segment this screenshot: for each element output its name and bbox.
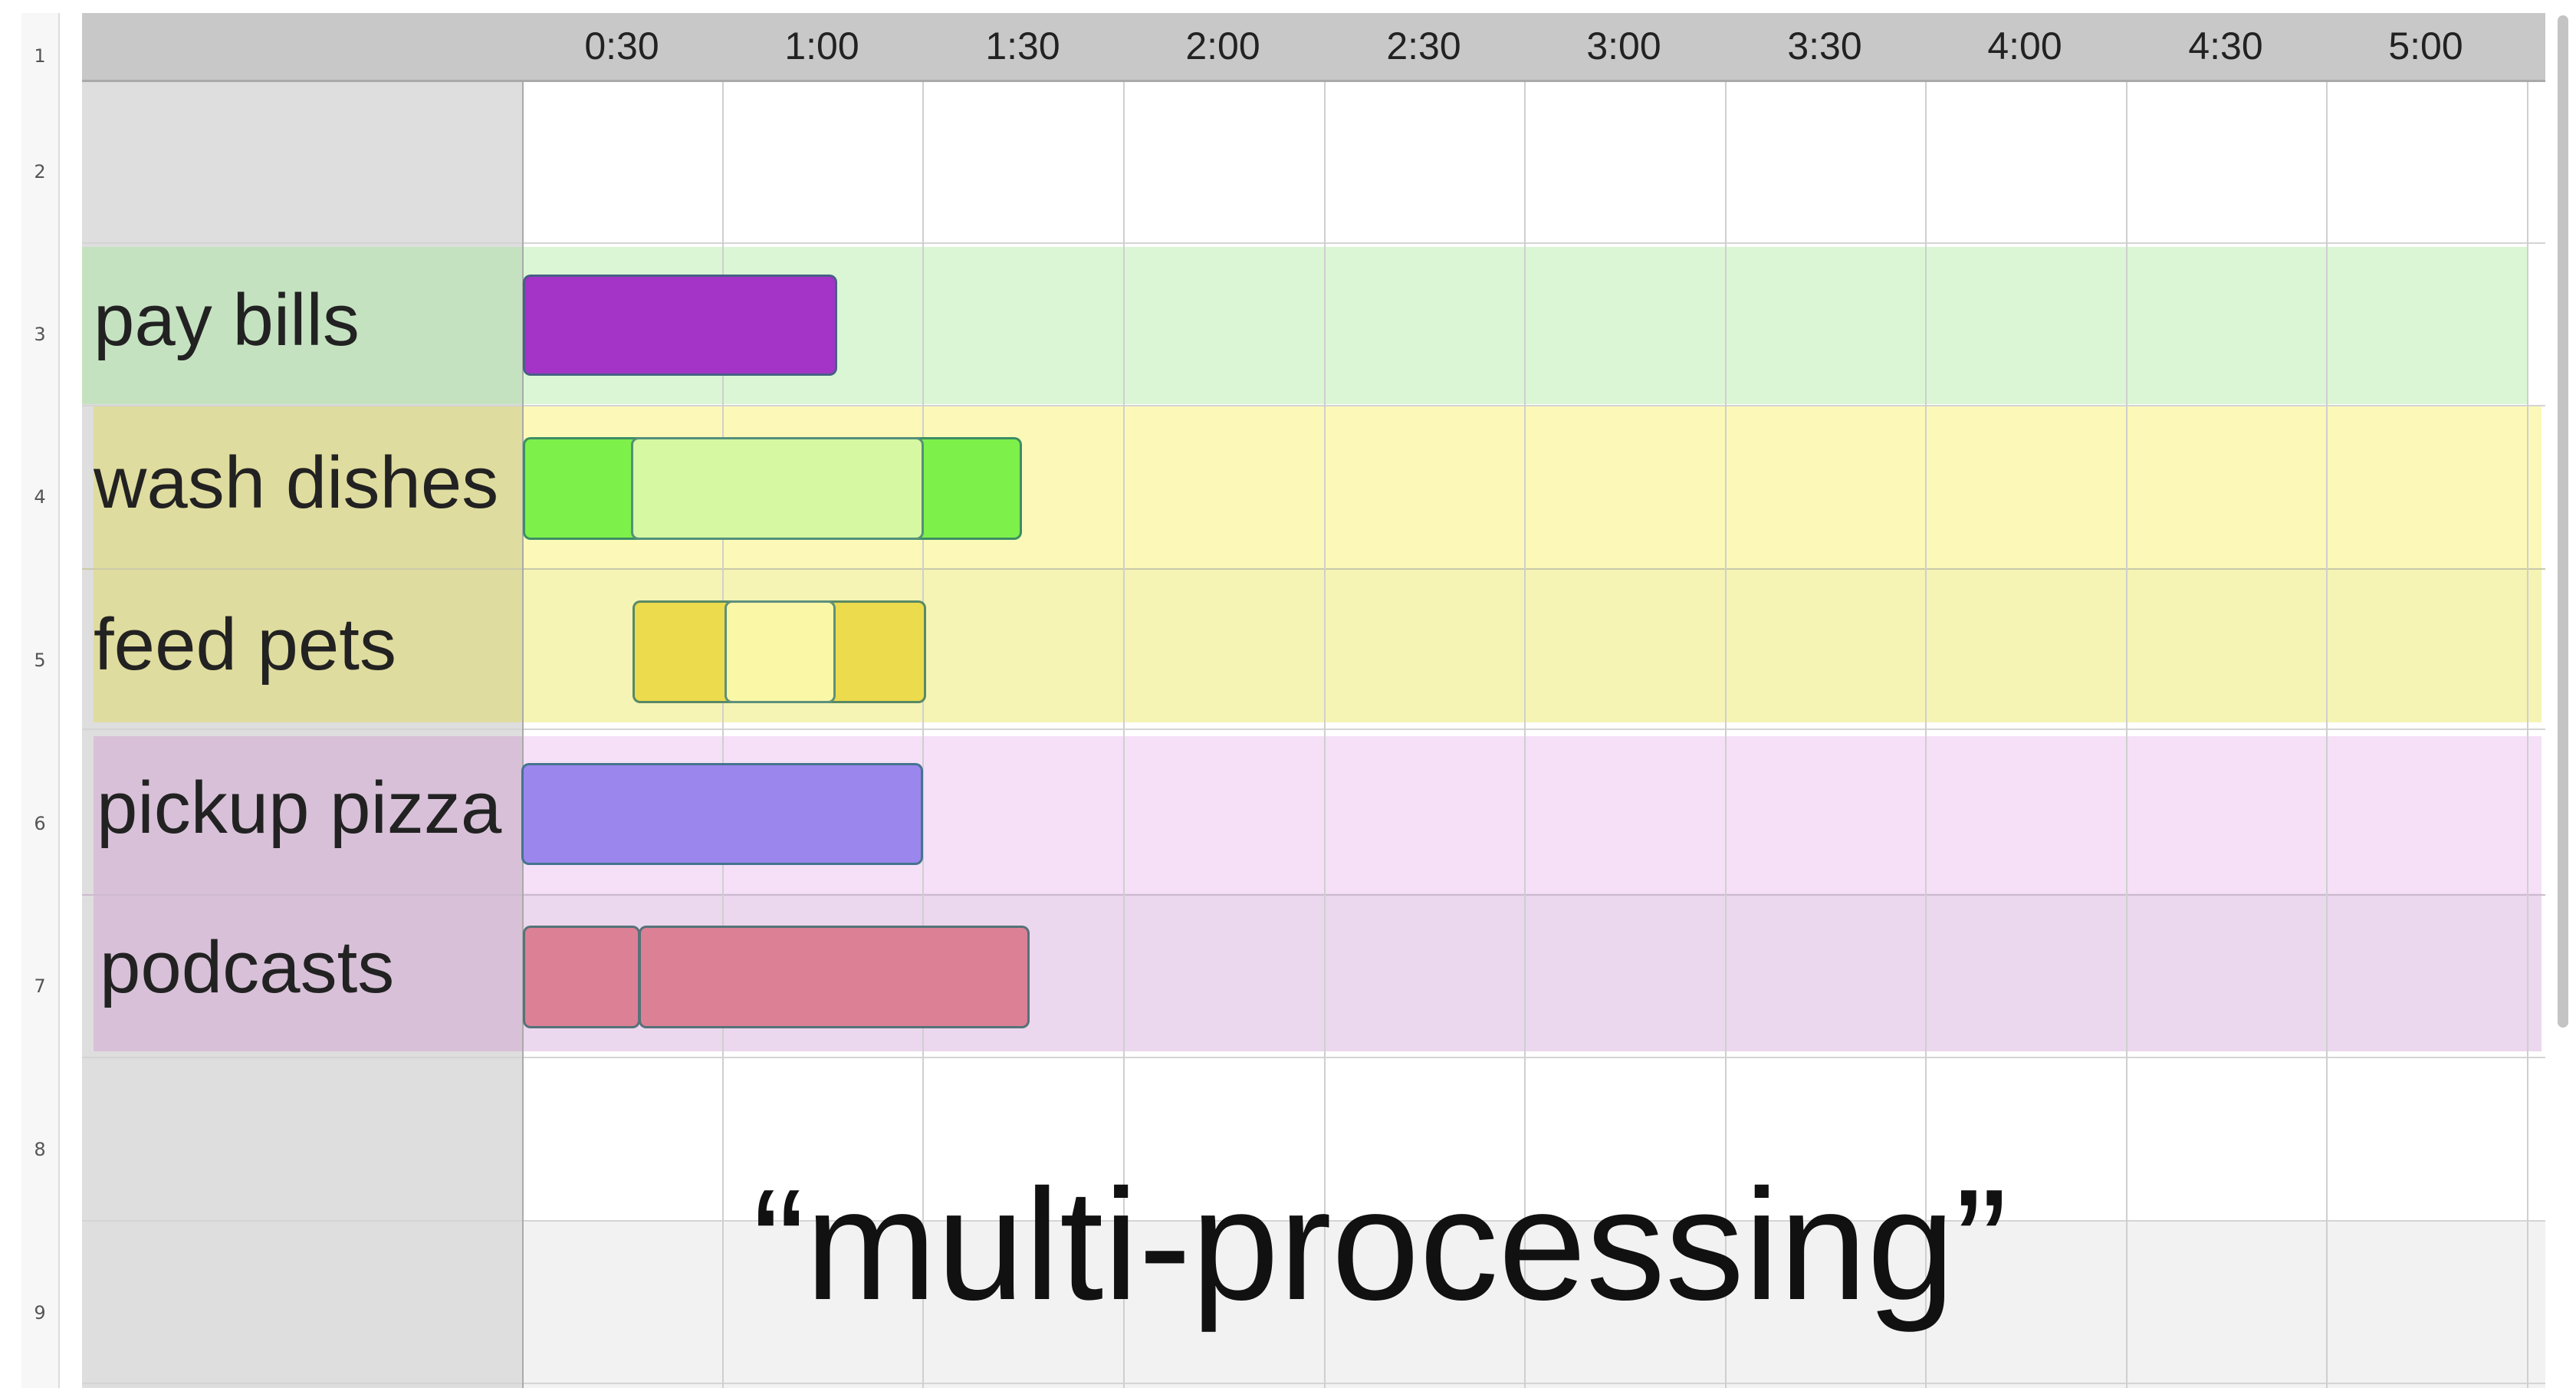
grid-line [82, 405, 2545, 406]
task-label-pickup-pizza[interactable]: pickup pizza [97, 767, 502, 849]
row-number-2[interactable]: 2 [34, 161, 46, 183]
grid-line [1524, 13, 1526, 1388]
label-bg-pay-bills [82, 247, 524, 404]
task-bar-podcasts-part-1[interactable] [523, 926, 640, 1028]
row-8-area [524, 1058, 2545, 1221]
grid-line [82, 1057, 2545, 1058]
time-label-5-00[interactable]: 5:00 [2388, 25, 2463, 67]
row-number-9[interactable]: 9 [34, 1302, 46, 1324]
row-number-7[interactable]: 7 [34, 975, 46, 997]
time-label-4-30[interactable]: 4:30 [2188, 25, 2263, 67]
row-number-3[interactable]: 3 [34, 324, 46, 345]
row-number-5[interactable]: 5 [34, 650, 46, 671]
grid-line [522, 13, 524, 1388]
grid-line [2326, 13, 2328, 1388]
task-bar-wash-dishes[interactable] [523, 437, 1022, 540]
label-bg-wash-feed [94, 406, 524, 722]
grid-line [1123, 13, 1125, 1388]
task-bar-pay-bills[interactable] [523, 275, 837, 376]
task-bar-pickup-pizza[interactable] [521, 763, 923, 865]
grid-line [2126, 13, 2128, 1388]
task-label-pay-bills[interactable]: pay bills [94, 279, 360, 361]
time-label-0-30[interactable]: 0:30 [584, 25, 659, 67]
row-number-6[interactable]: 6 [34, 813, 46, 834]
time-label-1-30[interactable]: 1:30 [985, 25, 1060, 67]
row-2-area [524, 80, 2545, 242]
task-label-podcasts[interactable]: podcasts [100, 926, 395, 1008]
row-9-area [524, 1221, 2545, 1388]
row-number-8[interactable]: 8 [34, 1139, 46, 1160]
grid-line [82, 729, 2545, 730]
timeline-header: 0:30 1:00 1:30 2:00 2:30 3:00 3:30 4:00 … [82, 13, 2545, 82]
time-label-3-00[interactable]: 3:00 [1586, 25, 1661, 67]
label-bg-pizza-podcasts [94, 736, 524, 1051]
task-bar-feed-pets[interactable] [632, 600, 926, 703]
vertical-scrollbar[interactable] [2558, 15, 2568, 1028]
grid-line [82, 1383, 2545, 1384]
time-label-1-00[interactable]: 1:00 [784, 25, 859, 67]
caption-text: “multi-processing” [752, 1156, 2008, 1333]
grid-line [82, 894, 2545, 896]
time-label-4-00[interactable]: 4:00 [1987, 25, 2062, 67]
row-number-4[interactable]: 4 [34, 486, 46, 508]
grid-line [82, 242, 2545, 244]
grid-line [82, 568, 2545, 570]
task-label-feed-pets[interactable]: feed pets [94, 604, 396, 686]
row-number-gutter: 1 2 3 4 5 6 7 8 9 [21, 13, 60, 1388]
grid-line [1925, 13, 1927, 1388]
task-segment-feed-pets-idle[interactable] [724, 600, 836, 703]
time-label-2-30[interactable]: 2:30 [1386, 25, 1461, 67]
task-label-wash-dishes[interactable]: wash dishes [94, 442, 499, 524]
task-segment-wash-dishes-idle[interactable] [631, 437, 924, 540]
grid-line [82, 1220, 2545, 1222]
grid-line [1725, 13, 1727, 1388]
time-label-2-00[interactable]: 2:00 [1185, 25, 1260, 67]
task-bar-podcasts-part-2[interactable] [639, 926, 1030, 1028]
time-label-3-30[interactable]: 3:30 [1787, 25, 1862, 67]
row-number-1[interactable]: 1 [34, 45, 46, 67]
grid-line [1324, 13, 1326, 1388]
grid-line [2527, 13, 2528, 1388]
